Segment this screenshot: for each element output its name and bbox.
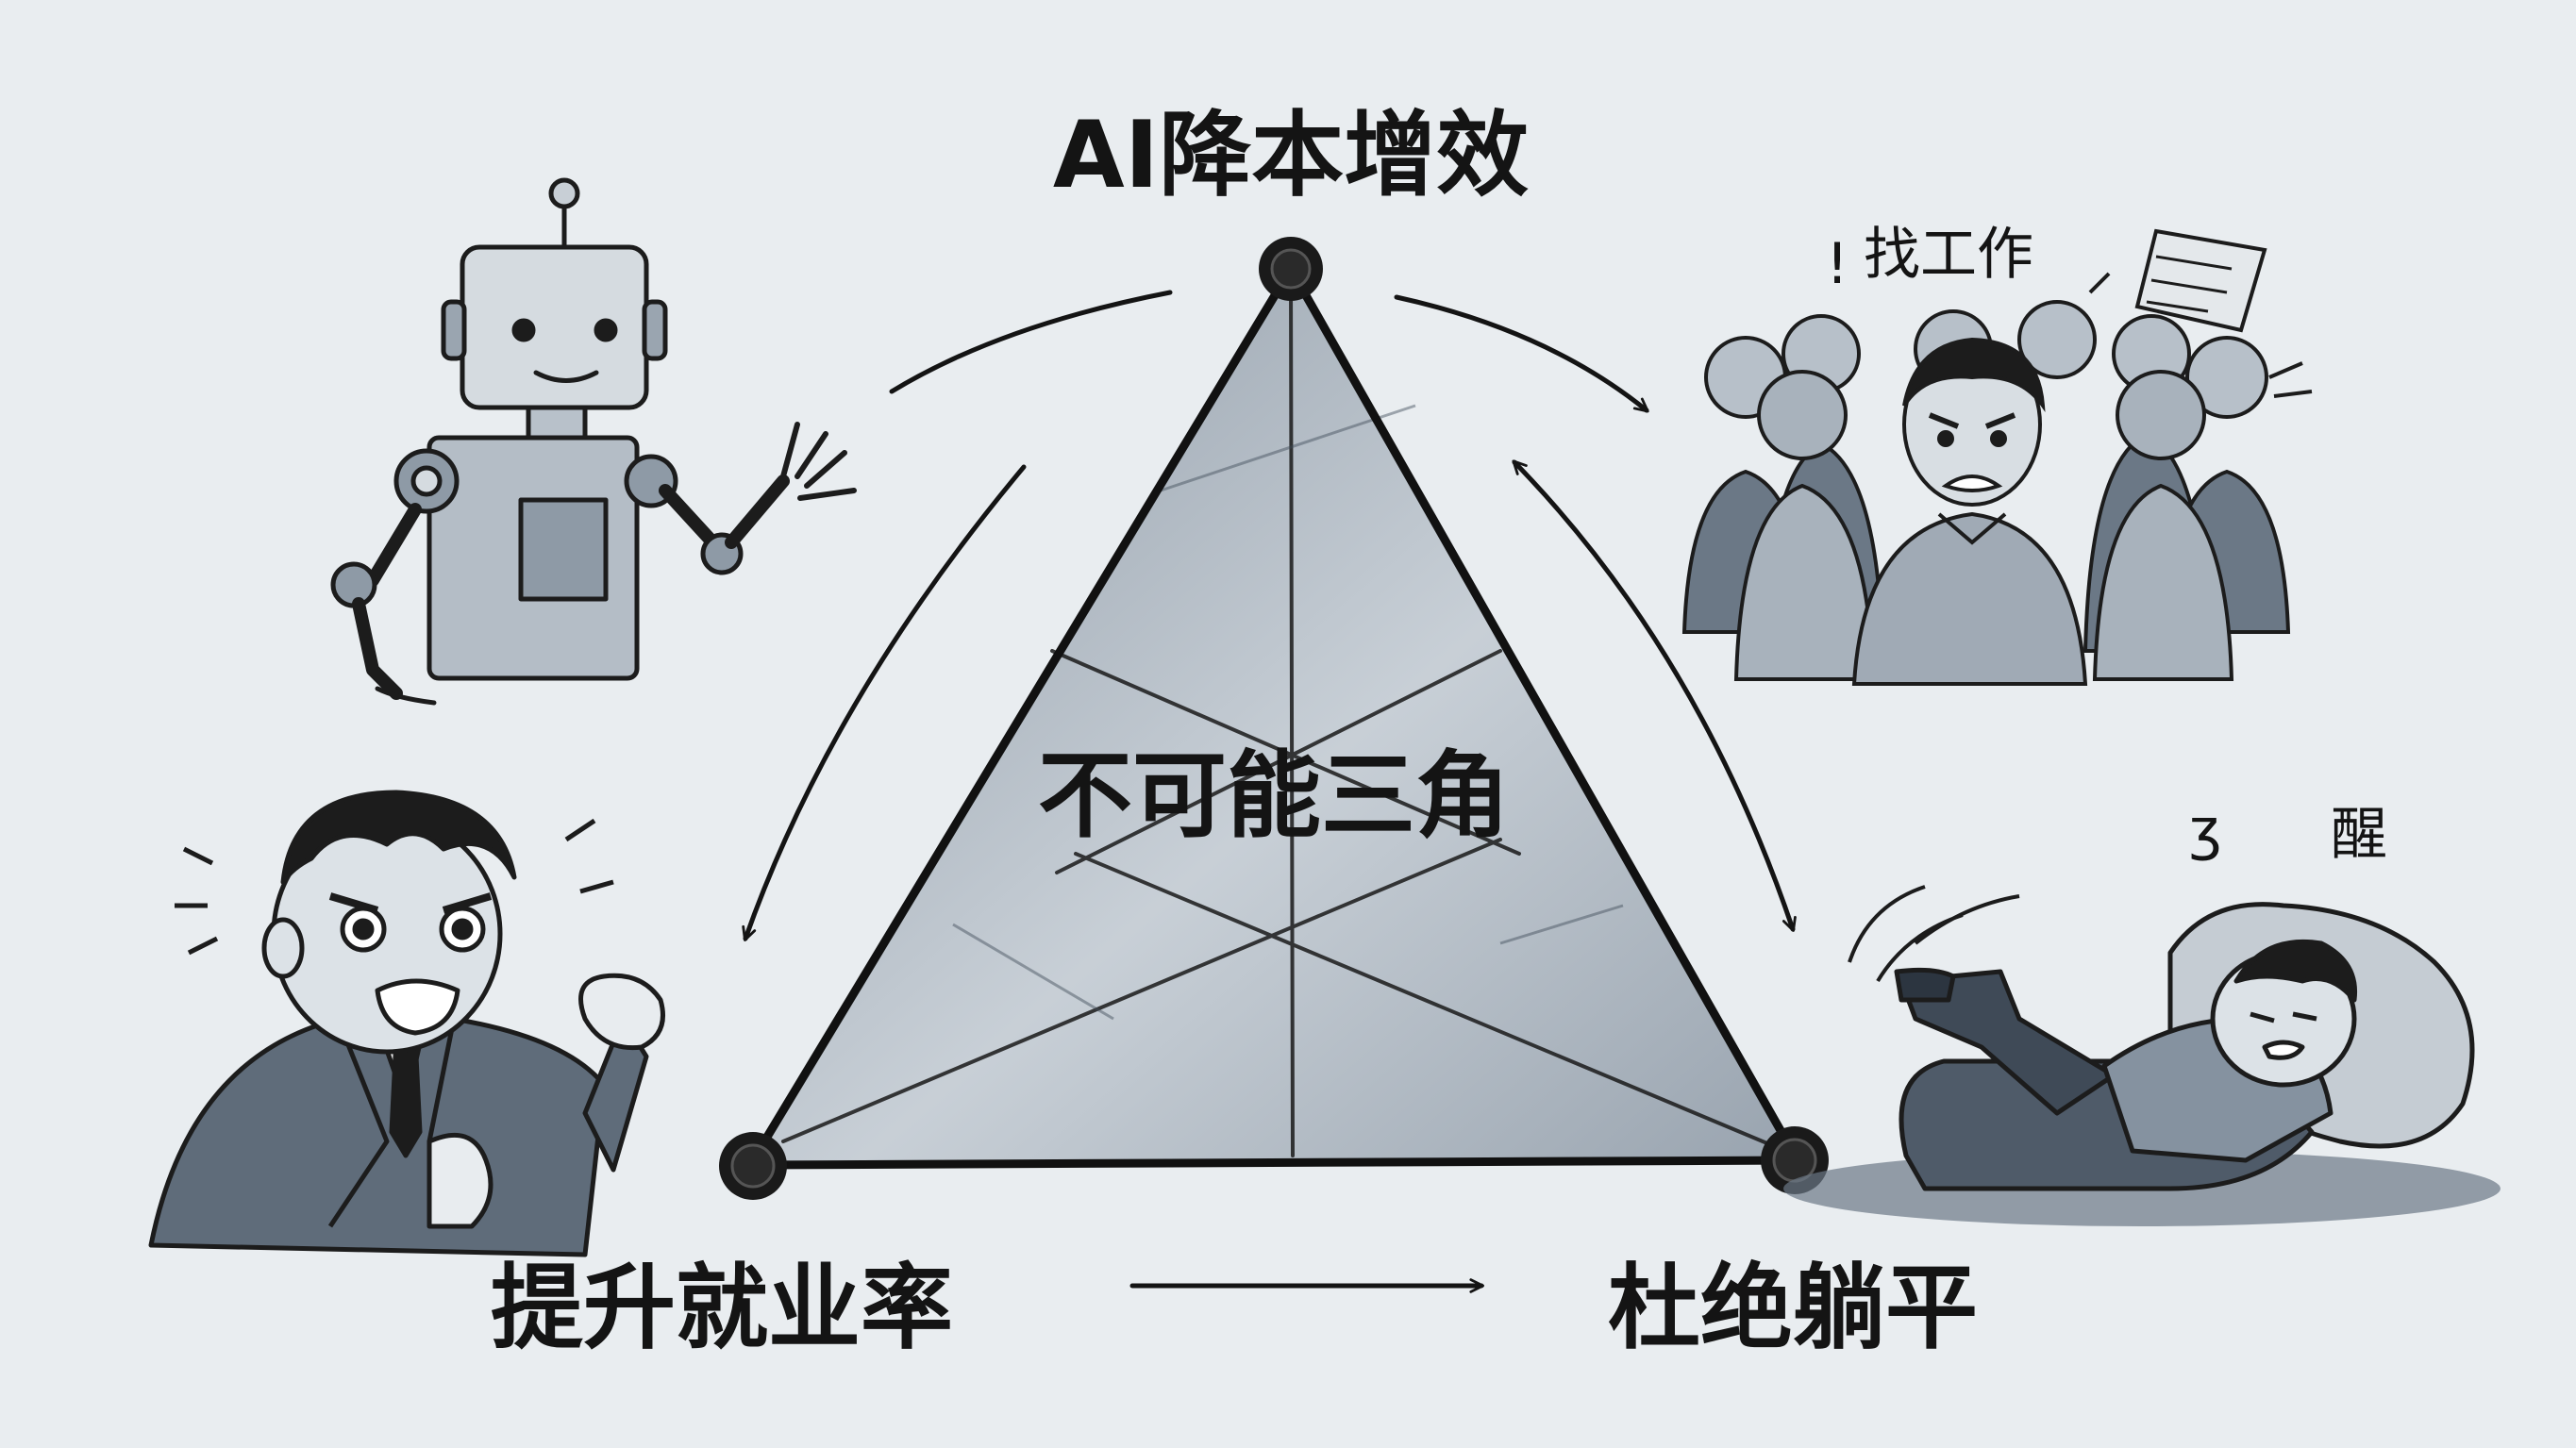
label-center: 不可能三角 — [1038, 741, 1510, 851]
angry-businessman-icon — [148, 790, 665, 1257]
sleeper-squiggle: ʒ — [2189, 797, 2222, 863]
arrow-to-bottom-left — [742, 464, 1027, 941]
label-bottom-right: 杜绝躺平 — [1608, 1255, 1978, 1362]
crowd-icon — [1681, 228, 2313, 686]
label-bottom-left: 提升就业率 — [491, 1255, 953, 1362]
arrow-double-right — [1512, 459, 1797, 932]
robot-icon — [330, 177, 857, 706]
label-top: AI降本增效 — [1053, 102, 1529, 209]
arrows — [742, 290, 1797, 1293]
triangle — [719, 237, 1829, 1200]
arrow-top-to-crowd — [1394, 294, 1649, 413]
crowd-exclaim: ! — [1826, 231, 1848, 297]
sleeper-caption: 醒 — [2331, 802, 2387, 868]
sleeping-man-icon — [1783, 885, 2501, 1226]
crowd-caption: 找工作 — [1864, 222, 2033, 288]
arrow-robot-curve — [889, 290, 1173, 394]
